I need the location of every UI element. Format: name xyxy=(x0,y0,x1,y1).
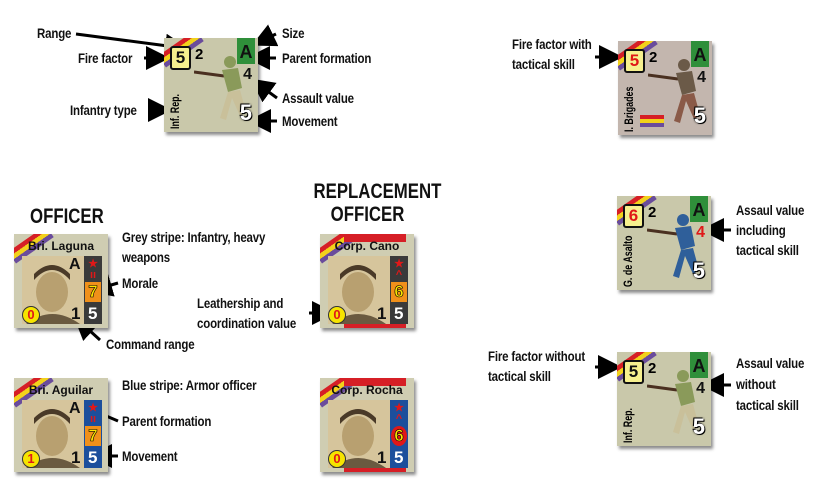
soldier-figure-icon xyxy=(647,53,703,133)
size-formation-box: A xyxy=(690,196,708,222)
command-range-value: 1 xyxy=(377,448,387,467)
label-assault-including-2: including xyxy=(736,222,786,238)
officer-name: Bri. Laguna xyxy=(27,239,94,253)
label-assault-without-3: tactical skill xyxy=(736,397,799,413)
label-infantry-type: Infantry type xyxy=(70,102,137,118)
label-range: Range xyxy=(37,25,72,41)
movement-value: 5 xyxy=(88,448,98,467)
morale-value: 7 xyxy=(85,426,101,446)
infantry-type-label: Inf. Rep. xyxy=(621,407,635,443)
officer-name: Bri. Aguilar xyxy=(28,383,94,397)
officer-name: Corp. Cano xyxy=(334,239,400,253)
soldier-figure-icon xyxy=(646,208,702,288)
label-fire-factor: Fire factor xyxy=(78,50,133,66)
morale-value: 7 xyxy=(85,282,101,302)
range-value: 2 xyxy=(195,46,204,63)
size-formation-box: A xyxy=(690,352,708,378)
replacement-ribbon-top xyxy=(344,234,406,242)
movement-value: 5 xyxy=(394,304,404,323)
label-assault-including-3: tactical skill xyxy=(736,242,799,258)
size-formation-box: A xyxy=(691,41,709,67)
label-grey-stripe-2: weapons xyxy=(122,249,170,265)
movement-value: 5 xyxy=(693,103,706,128)
label-fire-without: Fire factor without xyxy=(488,348,586,364)
label-leadership-2: coordination value xyxy=(197,315,297,331)
label-command-range: Command range xyxy=(106,336,195,352)
label-size: Size xyxy=(282,25,305,41)
label-fire-with-2: tactical skill xyxy=(512,56,575,72)
replacement-ribbon-bottom xyxy=(344,320,406,328)
label-officer-movement: Movement xyxy=(122,448,178,464)
arrow-assault-value xyxy=(250,78,278,103)
command-range-value: 1 xyxy=(71,304,81,323)
rank-insignia-icon: ★ ^ xyxy=(394,258,404,281)
range-value: 2 xyxy=(649,49,658,66)
heading-officer: OFFICER xyxy=(30,205,104,228)
arrow-size xyxy=(251,24,279,47)
infantry-type-label: Inf. Rep. xyxy=(168,93,182,129)
movement-value: 5 xyxy=(88,304,98,323)
morale-value: 6 xyxy=(391,426,407,446)
fire-factor-box: 6 xyxy=(623,204,644,228)
parent-formation-value: A xyxy=(69,400,81,417)
movement-value: 5 xyxy=(394,448,404,467)
range-value: 2 xyxy=(648,204,657,221)
label-blue-stripe: Blue stripe: Armor officer xyxy=(122,377,257,393)
label-fire-without-2: tactical skill xyxy=(488,368,551,384)
fire-factor-box: 5 xyxy=(170,46,191,70)
replacement-ribbon-bottom xyxy=(344,464,406,472)
label-assault-value: Assault value xyxy=(282,90,354,106)
infantry-type-label: G. de Asalto xyxy=(621,235,635,287)
label-parent-formation: Parent formation xyxy=(282,50,372,66)
size-formation-box: A xyxy=(237,38,255,64)
label-assault-without-2: without xyxy=(736,376,776,392)
soldier-figure-icon xyxy=(646,364,702,444)
label-movement: Movement xyxy=(282,113,338,129)
parent-formation-value: A xyxy=(69,256,81,273)
rank-insignia-icon: ★ ıı xyxy=(88,258,98,281)
movement-value: 5 xyxy=(692,414,705,439)
label-officer-parent-formation: Parent formation xyxy=(122,413,212,429)
label-assault-without: Assaul value xyxy=(736,355,805,371)
heading-replacement-officer: REPLACEMENT OFFICER xyxy=(313,180,442,226)
leadership-value: 0 xyxy=(328,306,346,324)
assault-value: 4 xyxy=(696,224,705,241)
assault-value: 4 xyxy=(243,66,252,83)
morale-value: 6 xyxy=(391,282,407,302)
republic-flag-icon xyxy=(640,115,664,127)
assault-value: 4 xyxy=(697,69,706,86)
movement-value: 5 xyxy=(692,258,705,283)
officer-name: Corp. Rocha xyxy=(331,383,403,397)
range-value: 2 xyxy=(648,360,657,377)
rank-insignia-icon: ★ ^ xyxy=(394,402,404,425)
label-leadership: Leathership and xyxy=(197,295,284,311)
leadership-value: 1 xyxy=(22,450,40,468)
fire-factor-box: 5 xyxy=(624,49,645,73)
infantry-type-label: I. Brigades xyxy=(622,86,636,132)
label-grey-stripe: Grey stripe: Infantry, heavy xyxy=(122,229,266,245)
rank-insignia-icon: ★ ıı xyxy=(88,402,98,425)
label-morale: Morale xyxy=(122,275,159,291)
soldier-figure-icon xyxy=(193,50,249,130)
replacement-ribbon-top xyxy=(344,378,406,386)
officer-portrait xyxy=(22,256,84,324)
label-fire-with: Fire factor with xyxy=(512,36,592,52)
fire-factor-box: 5 xyxy=(623,360,644,384)
assault-value: 4 xyxy=(696,380,705,397)
command-range-value: 1 xyxy=(377,304,387,323)
leadership-value: 0 xyxy=(22,306,40,324)
leadership-value: 0 xyxy=(328,450,346,468)
label-assault-including: Assaul value xyxy=(736,202,805,218)
command-range-value: 1 xyxy=(71,448,81,467)
movement-value: 5 xyxy=(239,100,252,125)
